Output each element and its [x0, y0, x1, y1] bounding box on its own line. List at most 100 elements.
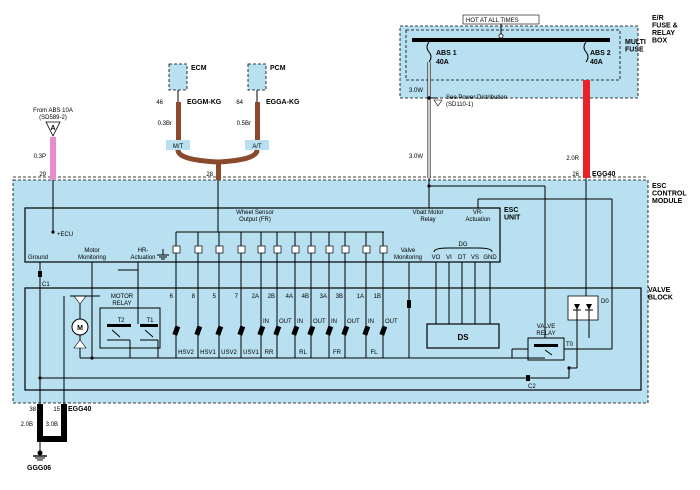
c2-connector-label: C2 [528, 384, 536, 390]
valve-pin-6: 6 [170, 294, 174, 300]
hr-label-1: HR- [138, 248, 149, 254]
valve-pin-4b: 4B [302, 294, 309, 300]
diode-icon [586, 304, 592, 310]
abs1-fuse-symbol [426, 41, 432, 63]
valve-pin-8: 8 [192, 294, 196, 300]
ecm-wire-id: EGGM-KG [187, 99, 222, 106]
esc-control-module [13, 180, 648, 403]
valve-fl: FL [370, 350, 378, 356]
ds-label: DS [457, 333, 469, 342]
pcm-pin: 64 [236, 100, 243, 106]
esc-unit-title: ESC UNIT [504, 207, 521, 222]
valve-pin-2a: 2A [252, 294, 259, 300]
multi-fuse-outline [405, 29, 621, 81]
abs2-fuse-symbol [583, 41, 589, 63]
pcm-label: PCM [270, 65, 286, 72]
motor-relay-t1: T1 [146, 318, 154, 324]
vbatt-motor-label: Vbatt Motor [412, 210, 443, 216]
valve-pin-7: 7 [235, 294, 239, 300]
valve-block-box [24, 287, 642, 391]
wheel-sensor-label: Wheel Sensor [236, 210, 274, 216]
abs2-fuse-rating: 40A [590, 59, 603, 66]
ecm-box [169, 64, 187, 90]
out-label-fl: OUT [385, 319, 398, 325]
d0-diode-block [567, 295, 599, 321]
vr-actuation-label: Actuation [465, 217, 490, 223]
pcm-box [248, 64, 266, 90]
dg-pin-dt: DT [458, 255, 466, 261]
from-abs-ref: (SD589-2) [39, 115, 67, 121]
valve-pin-4a: 4A [286, 294, 293, 300]
ecu-label: +ECU [57, 232, 73, 238]
red-wire [583, 80, 590, 178]
ground-label: Ground [28, 255, 48, 261]
red-wire-size: 2.0R [566, 156, 579, 162]
egg40-connector-top: EGG40 [592, 171, 615, 178]
pcm-wire-size: 0.5Br [237, 121, 251, 127]
fuse-box-title: E/R FUSE & RELAY BOX [652, 15, 680, 45]
valve-usv2: USV2 [221, 350, 237, 356]
ecm-brown-wire [176, 102, 181, 145]
valve-fr: FR [333, 350, 342, 356]
center-pin: 28 [206, 172, 213, 178]
egg40-connector-bottom: EGG40 [68, 406, 91, 413]
esc-control-module-title: ESC CONTROL MODULE [652, 183, 688, 205]
valve-rl: RL [299, 350, 307, 356]
output-driver-row [172, 245, 388, 254]
ground-point-id: GGG06 [27, 465, 51, 472]
pcm-brown-wire [255, 102, 260, 145]
arrow-out-icon [433, 99, 443, 107]
ds-sensor-box [426, 323, 500, 349]
black-wire-right [61, 404, 67, 436]
in-out-labels: IN OUT IN OUT IN OUT IN OUT [263, 319, 398, 325]
valve-relay-t0: T0 [566, 342, 574, 348]
right-pin: 26 [572, 172, 579, 178]
vbatt-relay-label: Relay [420, 217, 435, 223]
in-label-rl: IN [297, 319, 303, 325]
fuse-busbar [412, 38, 610, 42]
in-label-fl: IN [368, 319, 374, 325]
valve-rr: RR [265, 350, 274, 356]
hot-at-all-times-label: HOT AT ALL TIMES [466, 18, 519, 24]
in-label-fr: IN [331, 319, 337, 325]
abs1-fuse-rating: 40A [436, 59, 449, 66]
vbatt-wire-size-top: 3.0W [409, 88, 423, 94]
pcm-wire-id: EGGA-KG [266, 99, 300, 106]
valve-pin-3a: 3A [320, 294, 327, 300]
black-wire-left [37, 404, 43, 442]
vr-label: VR- [473, 210, 483, 216]
ground-pin-38: 38 [29, 407, 36, 413]
pcm-variant-label: A/T [252, 144, 262, 150]
abs-connector-letter: A [50, 125, 55, 132]
dg-pins: VO VI DT VS GND [432, 255, 498, 261]
motor-monitoring-label-1: Motor [84, 248, 99, 254]
ecm-variant-label: M/T [173, 144, 184, 150]
valve-pin-3b: 3B [336, 294, 343, 300]
d0-label: D0 [601, 299, 609, 305]
pink-wire [50, 137, 56, 180]
ground-wire-right-size: 3.0B [46, 422, 58, 428]
abs-pin: 29 [39, 172, 46, 178]
valve-hsv2: HSV2 [178, 350, 194, 356]
arrow-in-icon [45, 121, 61, 137]
valve-monitoring-label-2: Monitoring [394, 255, 422, 261]
solenoid-coils [172, 325, 388, 336]
ground-wire-left-size: 2.0B [21, 422, 33, 428]
hr-label-2: Actuation [130, 255, 155, 261]
ground-icon [37, 450, 43, 456]
dg-label: DG [459, 242, 468, 248]
valve-pin-5: 5 [213, 294, 217, 300]
valve-pin-numbers: 6 8 5 7 2A 2B 4A 4B 3A 3B 1A 1B [170, 294, 381, 300]
diode-icon [574, 304, 580, 310]
motor-relay-label-2: RELAY [112, 301, 131, 307]
vbatt-wire-size-bottom: 3.0W [409, 154, 423, 160]
valve-pin-1b: 1B [374, 294, 381, 300]
ground-pin-15: 15 [53, 407, 60, 413]
motor-relay-t2: T2 [117, 318, 125, 324]
out-label-rl: OUT [313, 319, 326, 325]
valve-names: HSV2 HSV1 USV2 USV1 RR RL FR FL [178, 350, 378, 356]
center-brown-wire [216, 160, 221, 180]
valve-pin-2b: 2B [268, 294, 275, 300]
